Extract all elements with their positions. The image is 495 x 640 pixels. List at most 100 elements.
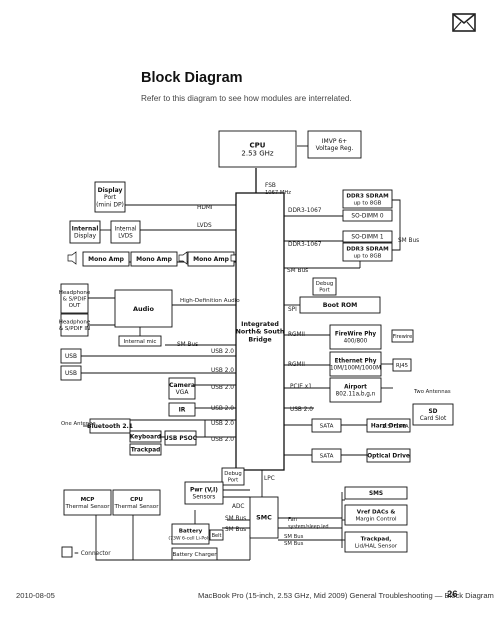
speaker-icon xyxy=(67,251,77,265)
block-label: Headphone xyxy=(59,320,91,326)
block-fw-conn: Firewire xyxy=(391,329,414,343)
block-sata-1: SATA xyxy=(311,418,342,433)
block-label: Keyboard xyxy=(130,435,161,441)
block-battery-charger: Battery Charger xyxy=(171,547,218,561)
block-label: Trackpad, xyxy=(361,537,392,543)
block-boot-rom: Boot ROM xyxy=(299,296,381,314)
block-rj45: RJ45 xyxy=(392,358,412,372)
block-label: USB xyxy=(65,354,77,360)
bus-label: LPC xyxy=(264,476,275,482)
block-label: DDR3 SDRAM xyxy=(346,247,389,253)
block-connector-key xyxy=(61,546,73,558)
block-label: Display xyxy=(74,233,97,240)
bus-label: SM Bus xyxy=(284,541,304,547)
page-number: 26 xyxy=(447,589,458,600)
block-label: SATA xyxy=(320,423,334,429)
block-label: Internal mic xyxy=(124,339,157,345)
block-label: OUT xyxy=(69,303,81,309)
block-label: Mono Amp xyxy=(193,256,229,263)
block-label: Mono Amp xyxy=(136,256,172,263)
block-sata-2: SATA xyxy=(311,448,342,463)
block-usb-psoc: USB PSOC xyxy=(164,430,197,446)
bus-label: RGMII xyxy=(288,362,305,368)
block-label: IMVP 6+ xyxy=(322,138,347,145)
block-label: Hard Drive xyxy=(371,424,406,430)
block-label: DDR3 SDRAM xyxy=(346,194,389,200)
bus-label: SM Bus xyxy=(287,268,308,274)
bus-label: SPI xyxy=(288,307,297,313)
bus-label: USB 2.0 xyxy=(211,349,234,355)
bus-label: system/sleep led xyxy=(288,524,329,530)
bus-label: LVDS xyxy=(197,223,212,229)
block-label: Thermal Sensor xyxy=(114,504,160,510)
block-ir: IR xyxy=(168,402,196,417)
block-belt: Belt xyxy=(209,529,224,541)
bus-label: High-Definition Audio xyxy=(180,298,240,304)
block-sodimm-1: SO-DIMM 1 xyxy=(342,230,393,243)
bus-label: One Antenna xyxy=(61,421,96,427)
block-label: Card Slot xyxy=(420,416,447,422)
block-battery: Battery(73W 6-cell Li-Poly) xyxy=(168,523,213,545)
bus-label: SM Bus xyxy=(225,516,246,522)
block-label: up to 8GB xyxy=(354,253,382,259)
bus-label: SM Bus xyxy=(398,238,419,244)
block-label: 10M/100M/1000M xyxy=(330,365,381,371)
bus-label: USB 2.0 xyxy=(290,407,313,413)
block-label: Vref DACs & xyxy=(357,510,396,516)
block-label: Internal xyxy=(72,226,99,233)
bus-label: DDR3-1067 xyxy=(288,242,322,248)
bus-label: SM Bus xyxy=(225,527,246,533)
block-label: North& South xyxy=(236,329,285,336)
block-label: Belt xyxy=(212,533,222,539)
block-label: Pwr (V,I) xyxy=(190,488,218,494)
block-label: CPU xyxy=(130,497,143,503)
block-label: SMS xyxy=(369,491,383,497)
block-label: CPU xyxy=(250,141,266,149)
block-label: USB xyxy=(65,371,77,377)
block-label: SO-DIMM 1 xyxy=(351,235,384,241)
page-title: Block Diagram xyxy=(141,70,243,86)
block-label: Bluetooth 2.1 xyxy=(87,423,133,430)
block-label: Audio xyxy=(133,305,155,313)
bus-label: 1067 MHz xyxy=(265,190,291,196)
block-mono-amp-2: Mono Amp xyxy=(130,251,178,267)
block-label: MCP xyxy=(81,497,95,503)
block-label: 2.53 GHz xyxy=(241,150,273,158)
block-label: Integrated xyxy=(241,321,279,328)
bus-label: ADC xyxy=(232,504,244,510)
block-label: Firewire xyxy=(393,334,412,340)
bus-label: SM Bus xyxy=(177,342,198,348)
block-label: USB PSOC xyxy=(164,436,197,442)
block-label: SO-DIMM 0 xyxy=(351,214,384,220)
bus-label: RGMII xyxy=(288,332,305,338)
block-label: Boot ROM xyxy=(323,302,358,309)
block-keyboard: Keyboard xyxy=(129,430,162,443)
block-label: SATA xyxy=(320,453,334,459)
bus-label: USB 2.0 xyxy=(211,437,234,443)
bus-label: USB 2.0 xyxy=(211,385,234,391)
block-mono-amp-3: Mono Amp xyxy=(187,251,235,267)
block-smc: SMC xyxy=(249,496,279,539)
block-label: Port xyxy=(228,478,239,484)
bus-label: HDMI xyxy=(197,205,213,211)
bus-label: SM Bus xyxy=(284,534,304,540)
speaker-icon xyxy=(178,251,188,265)
envelope-icon[interactable] xyxy=(452,13,476,32)
block-label: 802.11a,b,g,n xyxy=(336,391,376,397)
block-trackpad-lid: Trackpad,Lid/HAL Sensor xyxy=(344,531,408,553)
block-label: SD xyxy=(429,409,438,415)
intro-text: Refer to this diagram to see how modules… xyxy=(141,94,352,103)
block-label: & S/PDIF IN xyxy=(59,326,90,332)
block-label: RJ45 xyxy=(396,363,408,369)
block-mono-amp-1: Mono Amp xyxy=(82,251,130,267)
block-usb-2: USB xyxy=(60,365,82,381)
block-label: & S/PDIF xyxy=(63,296,87,302)
